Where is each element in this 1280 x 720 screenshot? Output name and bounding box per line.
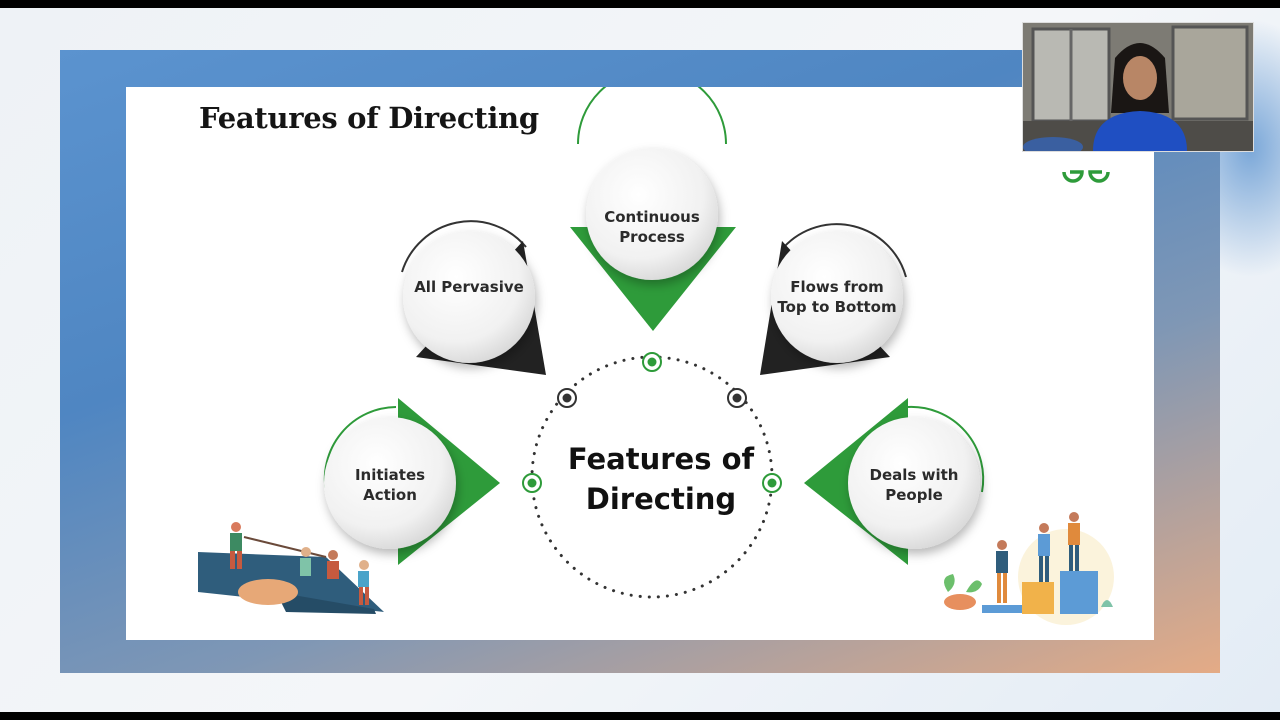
- ring-marker-top-icon: [642, 352, 662, 372]
- ring-marker-upper-left-icon: [557, 388, 577, 408]
- slide-title: Features of Directing: [199, 101, 539, 135]
- feature-label-continuous-process: Continuous Process: [604, 208, 700, 246]
- presenter-webcam: [1022, 22, 1254, 152]
- gfg-logo-icon: [1062, 170, 1110, 183]
- presenter-video-icon: [1023, 23, 1253, 151]
- feature-node-initiates-action: [323, 398, 500, 565]
- feature-label-initiates-action: Initiates Action: [354, 466, 426, 504]
- feature-node-flows-top-to-bottom: [760, 223, 907, 375]
- feature-label-flows-top-to-bottom: Flows from Top to Bottom: [777, 278, 897, 316]
- teamwork-illustration-left-icon: [198, 522, 384, 614]
- center-label: Features of Directing: [567, 442, 755, 516]
- helping-hand-illustration-right-icon: [944, 512, 1114, 625]
- feature-node-continuous-process: [570, 87, 736, 331]
- feature-node-all-pervasive: [401, 220, 546, 375]
- ring-marker-right-icon: [762, 473, 782, 493]
- feature-label-all-pervasive: All Pervasive: [414, 278, 524, 296]
- feature-label-deals-with-people: Deals with People: [869, 466, 959, 504]
- ring-marker-upper-right-icon: [727, 388, 747, 408]
- ring-marker-left-icon: [522, 473, 542, 493]
- features-diagram: [198, 87, 1114, 625]
- feature-node-deals-with-people: [804, 398, 985, 565]
- presentation-slide: Features of Directing: [126, 87, 1154, 640]
